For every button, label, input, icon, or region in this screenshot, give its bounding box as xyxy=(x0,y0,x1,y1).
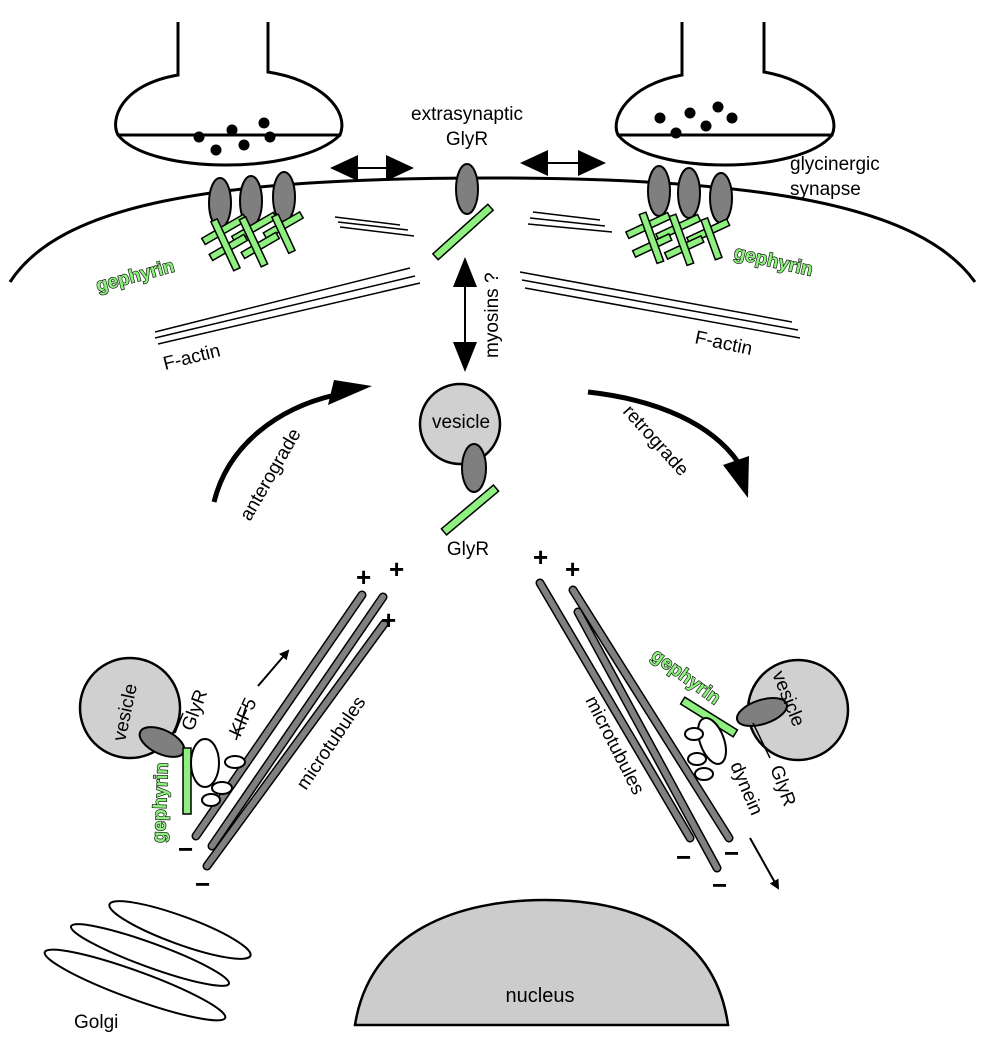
postsynaptic-membrane xyxy=(8,176,977,283)
minus-marker-left-1: − xyxy=(178,834,193,864)
f-actin-right xyxy=(519,211,801,339)
plus-marker-right-2: + xyxy=(565,554,580,584)
minus-marker-right-3: − xyxy=(712,870,727,900)
label-glyr-right: GlyR xyxy=(765,763,799,810)
plus-marker-left-3: + xyxy=(381,605,396,635)
label-gephyrin-right: gephyrin xyxy=(732,242,815,281)
vesicle-right-complex xyxy=(679,658,850,890)
synaptic-glyr-cluster-right xyxy=(647,165,733,224)
label-glycinergic: glycinergic xyxy=(790,154,880,175)
gephyrin-scaffold-right xyxy=(624,211,731,267)
plus-marker-left-2: + xyxy=(389,554,404,584)
vesicle-left-complex xyxy=(78,649,290,815)
synaptic-glyr-cluster-left xyxy=(208,171,296,229)
label-kif5: KIF5 xyxy=(225,695,261,740)
gephyrin-scaffold-left xyxy=(200,210,305,272)
label-nucleus: nucleus xyxy=(506,985,575,1007)
plus-marker-right-1: + xyxy=(533,542,548,572)
myosins-double-arrow xyxy=(453,257,477,372)
anterograde-arrow xyxy=(211,392,336,503)
vesicle-center xyxy=(418,382,502,536)
lateral-diffusion-arrow-left xyxy=(330,155,414,181)
presynaptic-terminal-right xyxy=(614,22,836,167)
nucleus-shape xyxy=(353,898,730,1027)
label-retrograde: retrograde xyxy=(618,401,692,480)
label-gephyrin-left: gephyrin xyxy=(94,256,177,297)
minus-marker-right-1: − xyxy=(676,842,691,872)
label-gephyrin-bottom-left: gephyrin xyxy=(149,762,173,843)
label-synapse: synapse xyxy=(790,179,861,200)
presynaptic-terminal-left xyxy=(114,22,344,167)
label-golgi: Golgi xyxy=(74,1012,118,1033)
microtubules-right xyxy=(535,578,734,873)
label-dynein: dynein xyxy=(725,759,766,819)
golgi-apparatus xyxy=(43,900,252,1022)
label-glyr-left: GlyR xyxy=(178,687,212,734)
label-vesicle-center: vesicle xyxy=(432,412,490,433)
microtubules-left xyxy=(191,590,389,871)
extrasynaptic-glyr xyxy=(431,163,495,261)
label-extrasynaptic: extrasynaptic xyxy=(411,104,523,125)
lateral-diffusion-arrow-right xyxy=(520,150,606,176)
plus-marker-left-1: + xyxy=(356,562,371,592)
label-f-actin-right: F-actin xyxy=(693,327,754,360)
dynein-motor-head xyxy=(697,717,727,765)
minus-marker-left-2: − xyxy=(195,869,210,899)
label-glyr-top: GlyR xyxy=(446,129,488,150)
label-f-actin-left: F-actin xyxy=(161,340,222,374)
kif5-motor-head xyxy=(190,738,220,788)
minus-marker-right-2: − xyxy=(724,838,739,868)
f-actin-left xyxy=(154,216,421,345)
synaptic-vesicles-left xyxy=(193,117,276,156)
label-glyr-center: GlyR xyxy=(447,539,489,560)
label-myosins: myosins ? xyxy=(482,272,503,358)
retrograde-arrow xyxy=(587,389,741,464)
synaptic-vesicles-right xyxy=(654,101,738,139)
